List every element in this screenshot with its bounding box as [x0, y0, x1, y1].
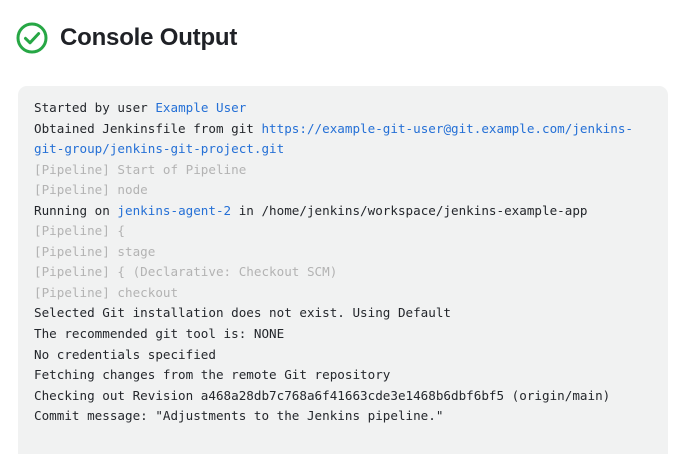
console-log-link[interactable]: https://example-git-user@git.example.com…	[34, 120, 633, 157]
console-log-text-segment: Checking out Revision a468a28db7c768a6f4…	[34, 387, 611, 403]
console-log-text-segment: [Pipeline] { (Declarative: Checkout SCM)	[34, 264, 338, 280]
console-log-text-segment: [Pipeline] stage	[34, 243, 156, 259]
console-log-text-segment: Commit message: "Adjustments to the Jenk…	[34, 408, 444, 424]
page-title: Console Output	[60, 24, 238, 51]
console-log-line: [Pipeline] Start of Pipeline	[34, 160, 652, 181]
console-log-text-segment: [Pipeline] {	[34, 223, 125, 239]
console-log-link[interactable]: Example User	[155, 100, 247, 115]
check-circle-icon	[16, 22, 48, 54]
console-log-line: The recommended git tool is: NONE	[34, 324, 652, 345]
console-log-line: Selected Git installation does not exist…	[34, 303, 652, 324]
console-log-line: [Pipeline] node	[34, 180, 652, 201]
console-log-text-segment: Running on	[34, 202, 118, 218]
console-log-text-segment: The recommended git tool is: NONE	[34, 326, 285, 342]
console-log-text-segment: [Pipeline] Start of Pipeline	[34, 161, 247, 177]
console-log-text-segment: [Pipeline] checkout	[34, 284, 179, 300]
console-log-line: Fetching changes from the remote Git rep…	[34, 365, 652, 386]
console-log-line: Running on jenkins-agent-2 in /home/jenk…	[34, 201, 652, 222]
console-log-text-segment: Obtained Jenkinsfile from git	[34, 120, 262, 136]
console-log-line: Checking out Revision a468a28db7c768a6f4…	[34, 386, 652, 407]
console-log-text-segment: [Pipeline] node	[34, 182, 148, 198]
console-log-text-segment: No credentials specified	[34, 346, 216, 362]
console-log-text-segment: Selected Git installation does not exist…	[34, 305, 452, 321]
console-log-text-segment: in /home/jenkins/workspace/jenkins-examp…	[231, 202, 588, 218]
console-log-line: [Pipeline] {	[34, 221, 652, 242]
console-log-text-segment: Fetching changes from the remote Git rep…	[34, 367, 391, 383]
console-log-line: Started by user Example User	[34, 98, 652, 119]
console-log-text-segment: Started by user	[34, 100, 156, 115]
console-log-line: [Pipeline] stage	[34, 242, 652, 263]
console-log-line: [Pipeline] { (Declarative: Checkout SCM)	[34, 262, 652, 283]
page-header: Console Output	[0, 0, 686, 62]
console-log-line: Obtained Jenkinsfile from git https://ex…	[34, 119, 652, 160]
console-log-link[interactable]: jenkins-agent-2	[117, 202, 232, 218]
console-log-line: Commit message: "Adjustments to the Jenk…	[34, 406, 652, 427]
console-log-line: [Pipeline] checkout	[34, 283, 652, 304]
console-log-line: No credentials specified	[34, 345, 652, 366]
